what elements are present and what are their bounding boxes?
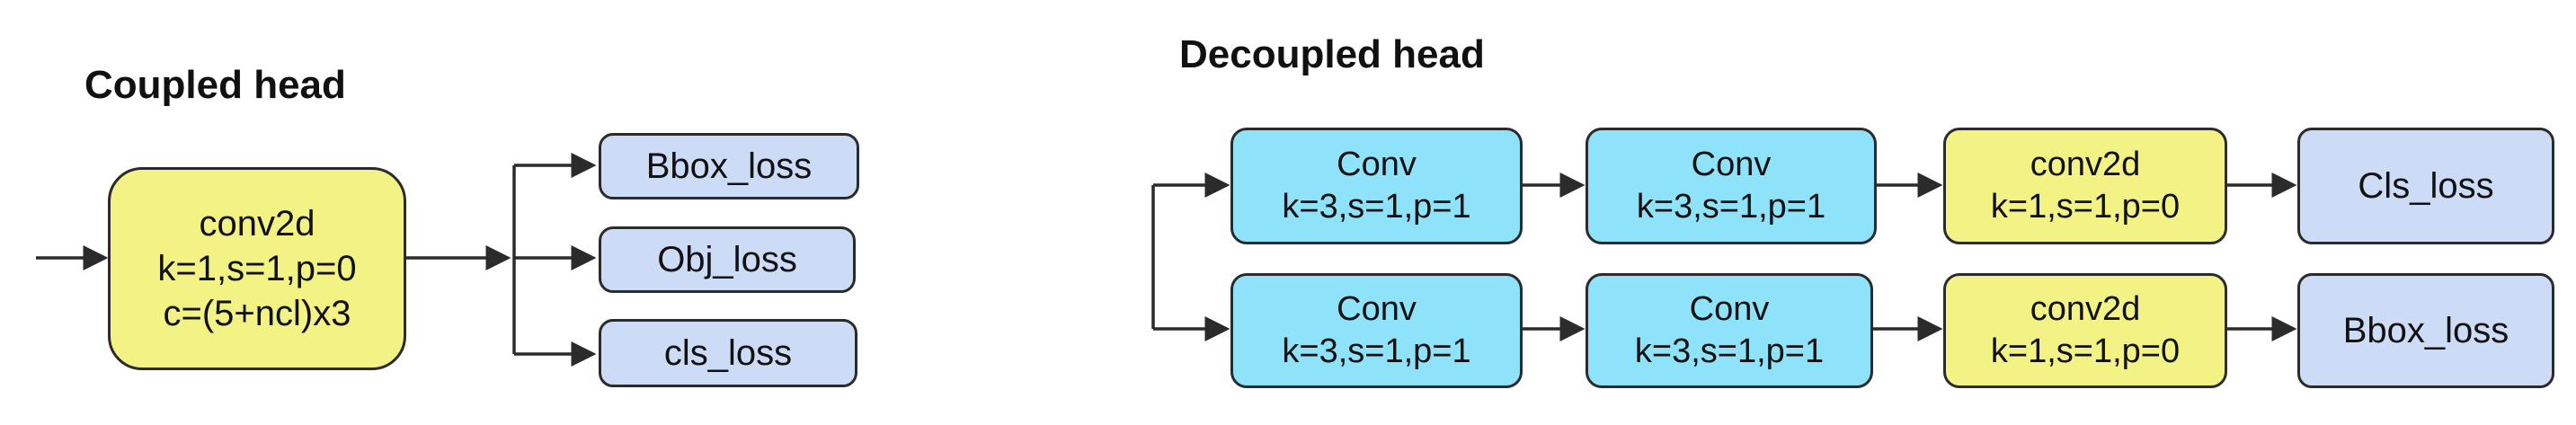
bottom-conv1-label: Conv <box>1337 289 1417 328</box>
coupled-cls-loss-label: cls_loss <box>663 333 793 373</box>
top-conv1-label: Conv <box>1337 145 1417 183</box>
coupled-cls-loss-node: cls_loss <box>599 319 857 387</box>
bottom-bbox-loss-node: Bbox_loss <box>2297 273 2554 388</box>
bottom-conv2d-label: conv2d <box>2030 289 2141 328</box>
top-cls-loss-node: Cls_loss <box>2297 128 2554 244</box>
bottom-conv2-params: k=3,s=1,p=1 <box>1634 332 1825 370</box>
top-cls-loss-label: Cls_loss <box>2358 166 2494 206</box>
coupled-conv2d-node: conv2d k=1,s=1,p=0 c=(5+ncl)x3 <box>108 167 406 370</box>
coupled-conv2d-label: conv2d <box>199 204 315 243</box>
decoupled-head-title: Decoupled head <box>1179 32 1485 76</box>
coupled-obj-loss-node: Obj_loss <box>599 226 856 293</box>
bottom-conv1-node: Conv k=3,s=1,p=1 <box>1230 273 1523 388</box>
coupled-bbox-loss-node: Bbox_loss <box>599 133 859 199</box>
bottom-conv2d-node: conv2d k=1,s=1,p=0 <box>1943 273 2227 388</box>
coupled-bbox-loss-label: Bbox_loss <box>645 146 813 186</box>
coupled-conv2d-params: k=1,s=1,p=0 <box>157 249 357 288</box>
top-conv2d-node: conv2d k=1,s=1,p=0 <box>1943 128 2227 244</box>
top-conv2d-label: conv2d <box>2030 145 2141 183</box>
top-conv1-node: Conv k=3,s=1,p=1 <box>1230 128 1523 244</box>
bottom-conv2-node: Conv k=3,s=1,p=1 <box>1586 273 1873 388</box>
bottom-bbox-loss-label: Bbox_loss <box>2342 311 2509 350</box>
top-conv2-label: Conv <box>1691 145 1772 183</box>
top-conv2-node: Conv k=3,s=1,p=1 <box>1586 128 1877 244</box>
bottom-conv2-label: Conv <box>1689 289 1770 328</box>
coupled-conv2d-channels: c=(5+ncl)x3 <box>163 294 351 333</box>
coupled-head-title: Coupled head <box>84 63 346 107</box>
top-conv2-params: k=3,s=1,p=1 <box>1636 188 1826 226</box>
bottom-conv1-params: k=3,s=1,p=1 <box>1282 332 1471 370</box>
bottom-conv2d-params: k=1,s=1,p=0 <box>1990 332 2181 370</box>
coupled-obj-loss-label: Obj_loss <box>657 240 797 279</box>
top-conv2d-params: k=1,s=1,p=0 <box>1990 188 2181 226</box>
top-conv1-params: k=3,s=1,p=1 <box>1282 188 1471 226</box>
